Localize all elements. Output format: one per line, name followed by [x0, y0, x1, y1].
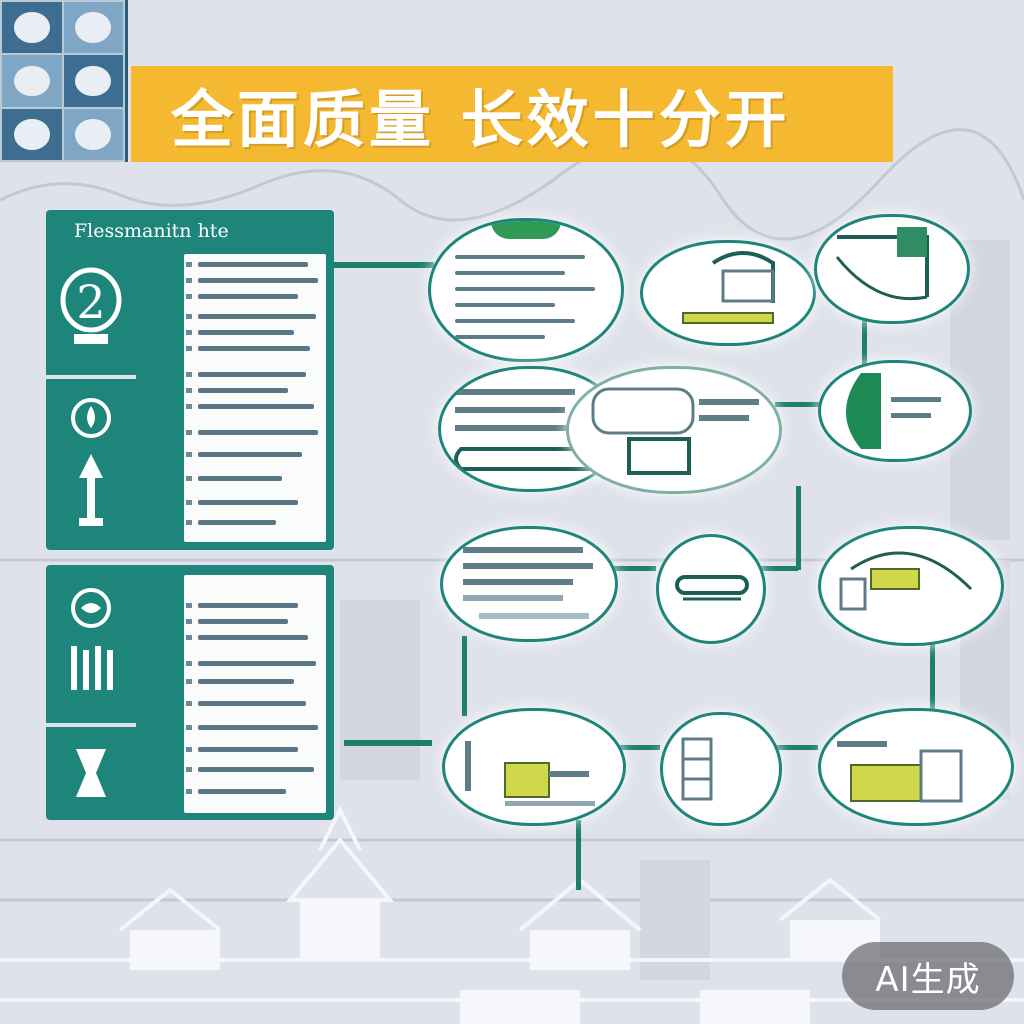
flame-up-arrow-icon	[71, 398, 111, 526]
flow-node-7[interactable]	[440, 526, 618, 642]
flow-node-5[interactable]	[566, 366, 782, 494]
connector-line	[775, 402, 823, 407]
connector-line	[462, 636, 467, 716]
bar-chart-icon	[837, 741, 963, 803]
window-chart-icon	[835, 227, 929, 301]
flow-node-1[interactable]	[428, 218, 624, 362]
panel-tab-4[interactable]	[46, 723, 136, 819]
panel-text-sheet	[184, 575, 326, 813]
info-panel-top: Flessmanitn hte 2	[46, 210, 334, 550]
flow-node-12[interactable]	[818, 708, 1014, 826]
panel-tab-1[interactable]: 2	[46, 250, 136, 360]
title-banner: 全面质量 长效十分开	[131, 66, 893, 162]
connector-line	[576, 820, 581, 890]
connector-line	[776, 745, 818, 750]
info-panel-bottom	[46, 565, 334, 820]
thumbnail-image	[63, 108, 123, 160]
hourglass-icon	[76, 749, 106, 797]
thumbnail-image	[2, 2, 62, 54]
globe-pillars-icon	[71, 588, 113, 690]
flow-node-2[interactable]	[640, 240, 816, 346]
thumbnail-image	[2, 108, 62, 160]
thumbnail-collage	[0, 0, 128, 162]
connector-line	[862, 318, 867, 366]
grid-chart-icon	[681, 737, 713, 801]
connector-line	[620, 745, 660, 750]
flow-node-9[interactable]	[818, 526, 1004, 646]
flow-node-6[interactable]	[818, 360, 972, 462]
connector-line	[930, 640, 935, 710]
flow-node-11[interactable]	[660, 712, 782, 826]
green-curve-icon	[846, 373, 941, 449]
browser-window-icon	[591, 387, 759, 475]
connector-line	[760, 566, 798, 571]
connector-line	[612, 566, 656, 571]
document-list-icon	[491, 221, 561, 239]
flow-node-3[interactable]	[814, 214, 970, 324]
flow-node-10[interactable]	[442, 708, 626, 826]
ai-generated-label: AI生成	[875, 959, 981, 1000]
capsule-icon	[675, 575, 749, 601]
bar-chart-icon	[465, 741, 595, 806]
connector-line	[334, 262, 434, 268]
connector-line	[344, 740, 432, 746]
panel-heading: Flessmanitn hte	[74, 220, 229, 242]
thumbnail-image	[2, 55, 62, 107]
thumbnail-image	[63, 55, 123, 107]
ai-generated-badge: AI生成	[842, 942, 1014, 1010]
numeral-badge-icon: 2	[60, 267, 122, 344]
panel-text-sheet	[184, 254, 326, 542]
basket-chart-icon	[682, 251, 775, 324]
arch-panel-icon	[839, 551, 973, 611]
flow-node-8[interactable]	[656, 534, 766, 644]
banner-title: 全面质量 长效十分开	[171, 83, 791, 156]
thumbnail-image	[63, 2, 123, 54]
connector-line	[796, 486, 801, 570]
document-list-icon	[463, 547, 593, 619]
panel-tab-3[interactable]	[46, 571, 136, 709]
panel-tab-2[interactable]	[46, 375, 136, 549]
svg-text:2: 2	[76, 275, 105, 329]
